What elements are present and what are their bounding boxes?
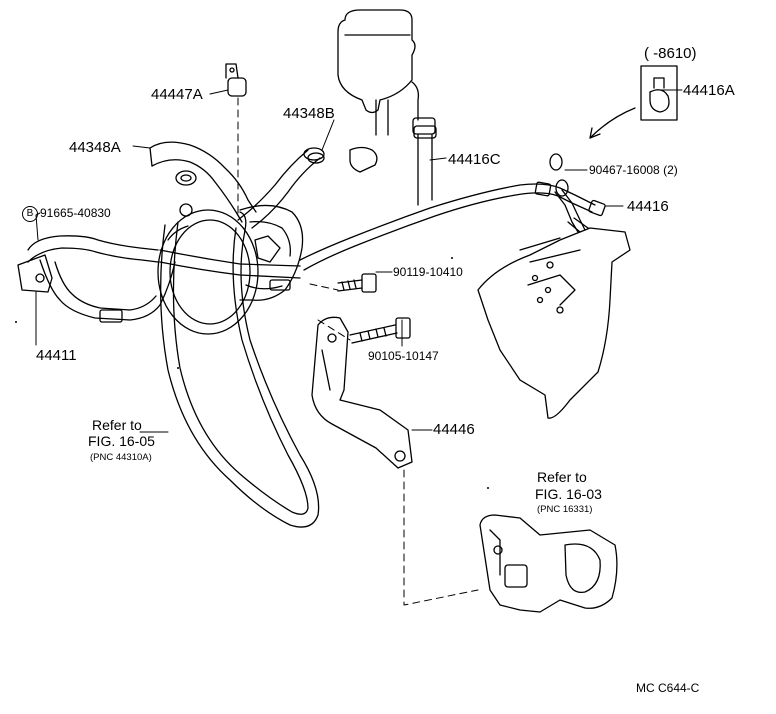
ref-belt-line2: FIG. 16-05 [88, 433, 155, 449]
pressure-line-44416 [299, 181, 606, 271]
bracket-44446 [311, 316, 413, 469]
ref-bracket-line1: Refer to [537, 469, 587, 485]
ref-bracket-line3: (PNC 16331) [537, 504, 593, 515]
part-number-91665: 91665-40830 [40, 206, 111, 221]
mount-illustration [479, 514, 618, 613]
ref-bracket-line2: FIG. 16-03 [535, 486, 602, 502]
ref-belt-line3: (PNC 44310A) [90, 452, 152, 463]
bolt-90119 [337, 273, 377, 293]
diagram-code: MC C644-C [636, 681, 700, 695]
bolt-90105 [349, 317, 411, 344]
part-label-44348b: 44348B [283, 105, 335, 122]
diagram-dots [15, 257, 489, 489]
hose-44416c [413, 125, 437, 206]
part-label-44416a: 44416A [683, 82, 735, 99]
part-label-44416c: 44416C [448, 151, 501, 168]
clamp-44416a [649, 77, 670, 113]
part-label-44446: 44446 [433, 421, 475, 438]
pump-body-illustration [239, 204, 304, 301]
return-line-44411 [17, 235, 301, 323]
inset-arrow-line [589, 107, 636, 139]
b-marker-icon: B [22, 206, 38, 222]
reservoir-illustration [337, 9, 436, 173]
part-label-44416: 44416 [627, 198, 669, 215]
part-label-44447a: 44447A [151, 86, 203, 103]
part-label-90105-10147: 90105-10147 [368, 349, 439, 363]
part-label-90467-16008: 90467-16008 (2) [589, 163, 678, 177]
steering-gear-illustration [477, 217, 631, 419]
hose-44348b [237, 147, 325, 229]
part-label-90119-10410: 90119-10410 [393, 265, 463, 279]
union-fitting [179, 203, 193, 217]
inset-arrow-head [589, 127, 601, 139]
dashed-reference-lines [237, 97, 479, 606]
drive-belt [160, 211, 320, 528]
part-label-44348a: 44348A [69, 139, 121, 156]
clamp-44447a [225, 63, 247, 97]
clip-90467 [549, 153, 569, 197]
date-range-label: ( -8610) [644, 45, 697, 62]
hose-44348a [149, 141, 257, 223]
inset-box [640, 65, 678, 121]
ref-belt-line1: Refer to [92, 417, 142, 433]
leader-lines [35, 89, 683, 433]
part-label-44411: 44411 [36, 347, 77, 364]
